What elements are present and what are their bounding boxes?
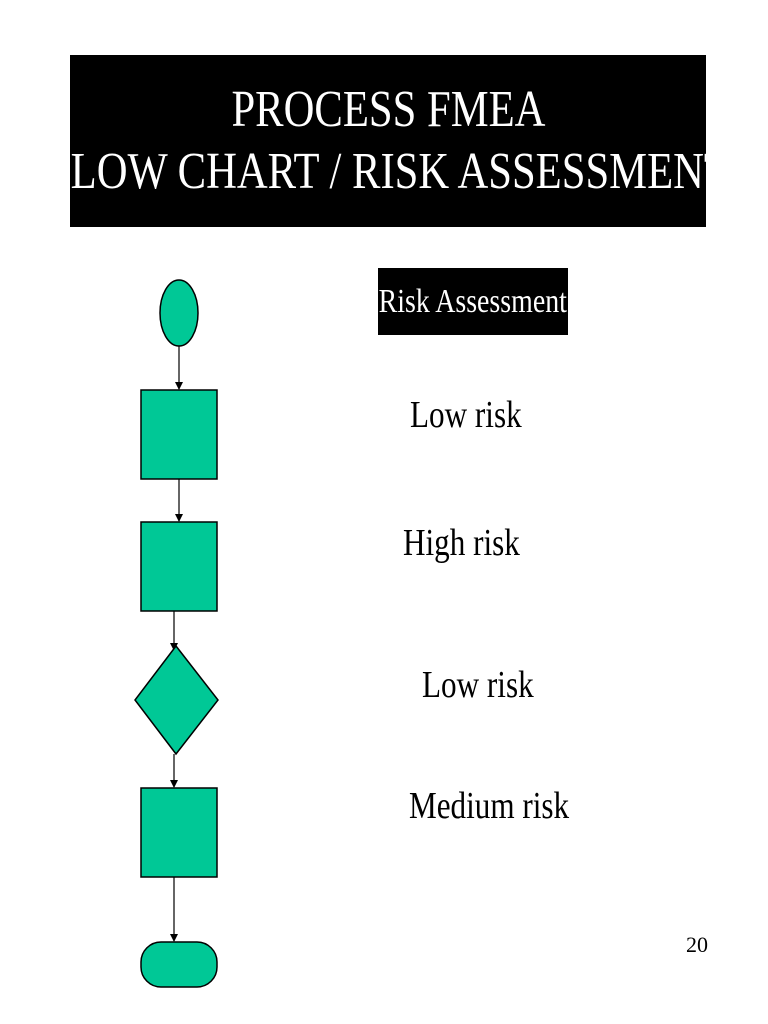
page-number: 20: [686, 932, 708, 957]
title-banner: PROCESS FMEA FLOW CHART / RISK ASSESSMEN…: [47, 55, 730, 227]
risk-assessment-header: Risk Assessment: [378, 268, 568, 335]
risk-level-2: High risk: [403, 522, 520, 564]
flow-process-box-1: [140, 389, 218, 480]
flow-start-oval: [159, 279, 199, 347]
flow-decision-diamond: [134, 644, 219, 756]
title-line-1: PROCESS FMEA: [230, 81, 545, 138]
risk-assessment-header-label: Risk Assessment: [378, 282, 568, 320]
title-line-2: FLOW CHART / RISK ASSESSMENT: [46, 143, 730, 200]
risk-level-1: Low risk: [410, 394, 522, 436]
flow-process-box-3: [140, 787, 218, 878]
flow-end-terminator: [140, 941, 218, 988]
flow-process-box-2: [140, 521, 218, 612]
risk-level-4: Medium risk: [409, 785, 570, 827]
risk-level-3: Low risk: [422, 664, 534, 706]
